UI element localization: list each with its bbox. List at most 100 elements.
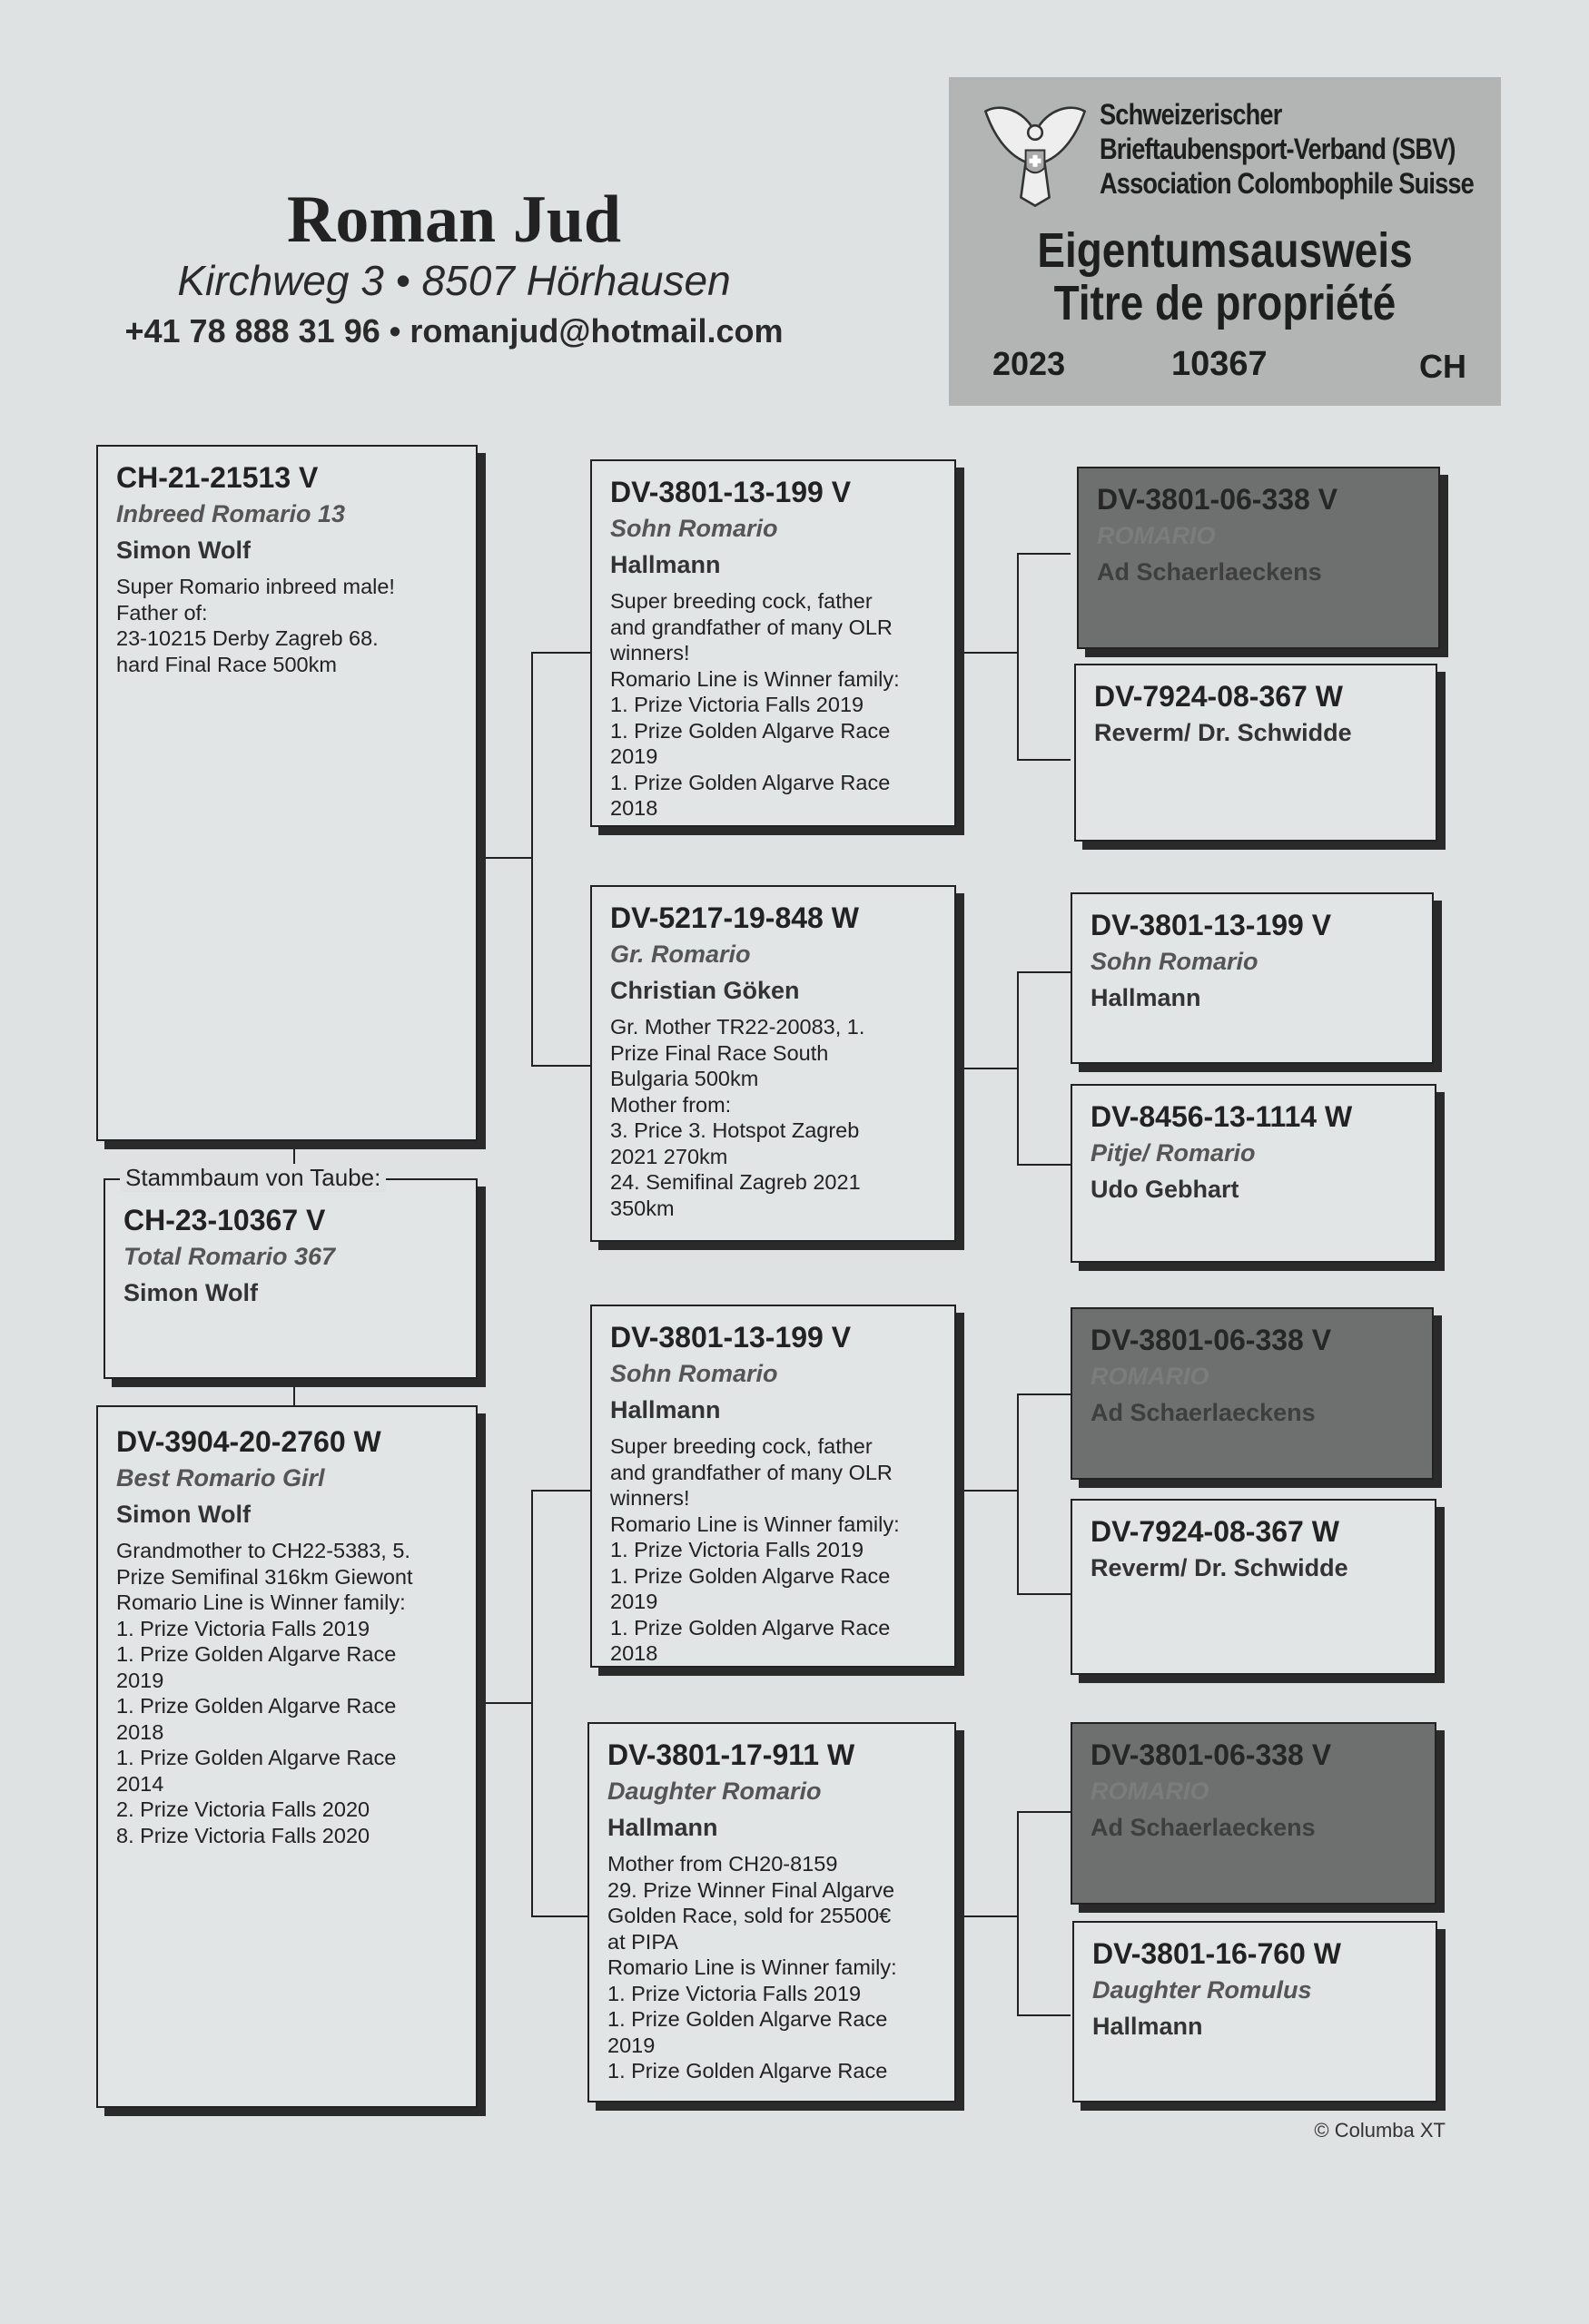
connector-line <box>964 652 1017 654</box>
breeder-name: Hallmann <box>1091 984 1201 1011</box>
pedigree-box-dds: DV-3801-06-338 V ROMARIO Ad Schaerlaecke… <box>1071 1722 1436 1905</box>
connector-line <box>964 1068 1017 1069</box>
software-credit: © Columba XT <box>1314 2119 1446 2142</box>
pigeon-name: ROMARIO <box>1091 1363 1209 1390</box>
ring-number: CH-21-21513 V <box>116 461 319 494</box>
ownership-certificate: Schweizerischer Brieftaubensport-Verband… <box>949 77 1501 406</box>
connector-line <box>293 1141 295 1178</box>
pigeon-notes: Super breeding cock, father and grandfat… <box>610 589 900 820</box>
association-name: Schweizerischer Brieftaubensport-Verband… <box>1100 98 1475 200</box>
pedigree-box-ddd: DV-3801-16-760 W Daughter Romulus Hallma… <box>1072 1921 1437 2102</box>
connector-line <box>531 1490 533 1917</box>
pigeon-name: Sohn Romario <box>610 1360 778 1387</box>
pigeon-name: Total Romario 367 <box>123 1243 336 1270</box>
pedigree-box-dam-dam: DV-3801-17-911 W Daughter Romario Hallma… <box>587 1722 956 2102</box>
pigeon-name: Daughter Romulus <box>1092 1976 1312 2004</box>
pedigree-box-sire-dam: DV-5217-19-848 W Gr. Romario Christian G… <box>590 885 956 1242</box>
connector-line <box>964 1915 1017 1917</box>
pigeon-name: Gr. Romario <box>610 940 751 968</box>
ring-number: DV-3801-06-338 V <box>1091 1738 1332 1771</box>
connector-line <box>1017 1593 1071 1595</box>
pigeon-name: Sohn Romario <box>1091 948 1258 975</box>
pigeon-name: Best Romario Girl <box>116 1464 325 1492</box>
connector-line <box>1017 1164 1071 1166</box>
pedigree-box-dss: DV-3801-06-338 V ROMARIO Ad Schaerlaecke… <box>1071 1307 1434 1480</box>
connector-line <box>1017 759 1071 761</box>
connector-line <box>964 1490 1017 1492</box>
breeder-name: Udo Gebhart <box>1091 1176 1239 1203</box>
pigeon-name: ROMARIO <box>1091 1777 1209 1805</box>
certificate-title-fr: Titre de propriété <box>1053 276 1397 330</box>
breeder-name: Ad Schaerlaeckens <box>1091 1814 1316 1841</box>
connector-line <box>1017 1811 1071 1813</box>
connector-line <box>1017 553 1019 761</box>
ring-number: DV-3801-06-338 V <box>1097 483 1338 516</box>
breeder-name: Reverm/ Dr. Schwidde <box>1094 719 1352 746</box>
ring-number: CH-23-10367 V <box>123 1204 326 1236</box>
breeder-name: Hallmann <box>1092 2013 1203 2040</box>
pigeon-name: ROMARIO <box>1097 522 1216 549</box>
certificate-title-de: Eigentumsausweis <box>1037 223 1413 278</box>
pedigree-box-sire: CH-21-21513 V Inbreed Romario 13 Simon W… <box>96 445 478 1141</box>
connector-line <box>293 1379 295 1405</box>
connector-line <box>1017 1393 1019 1595</box>
breeder-name: Simon Wolf <box>123 1279 258 1306</box>
dove-with-swiss-shield-icon <box>983 106 1087 208</box>
connector-line <box>531 652 533 1067</box>
connector-line <box>1017 2014 1071 2016</box>
connector-line <box>1017 971 1071 973</box>
pedigree-box-ssd: DV-7924-08-367 W Reverm/ Dr. Schwidde <box>1074 664 1437 842</box>
ring-number: DV-3801-13-199 V <box>1091 909 1332 941</box>
pedigree-box-subject: CH-23-10367 V Total Romario 367 Simon Wo… <box>104 1178 478 1379</box>
pigeon-notes: Mother from CH20-8159 29. Prize Winner F… <box>607 1852 897 2083</box>
connector-line <box>531 1065 590 1067</box>
pigeon-name: Inbreed Romario 13 <box>116 500 346 527</box>
pedigree-box-dam-sire: DV-3801-13-199 V Sohn Romario Hallmann S… <box>590 1305 956 1668</box>
breeder-name: Hallmann <box>610 551 721 578</box>
connector-line <box>531 1490 590 1492</box>
ring-number: DV-3801-13-199 V <box>610 1321 852 1354</box>
pedigree-box-sss: DV-3801-06-338 V ROMARIO Ad Schaerlaecke… <box>1077 467 1440 649</box>
breeder-name: Christian Göken <box>610 977 800 1004</box>
ring-number: DV-3801-16-760 W <box>1092 1937 1341 1970</box>
pigeon-notes: Gr. Mother TR22-20083, 1. Prize Final Ra… <box>610 1015 865 1220</box>
pedigree-box-dam: DV-3904-20-2760 W Best Romario Girl Simo… <box>96 1405 478 2108</box>
connector-line <box>478 857 531 859</box>
owner-address: Kirchweg 3 • 8507 Hörhausen <box>177 257 731 304</box>
connector-line <box>531 1915 590 1917</box>
ring-number: DV-3801-06-338 V <box>1091 1324 1332 1356</box>
breeder-name: Simon Wolf <box>116 1501 251 1528</box>
certificate-number: 10367 <box>1171 345 1268 383</box>
ring-number: DV-8456-13-1114 W <box>1091 1100 1353 1133</box>
connector-line <box>478 1702 531 1704</box>
pigeon-notes: Super breeding cock, father and grandfat… <box>610 1434 900 1665</box>
ring-number: DV-5217-19-848 W <box>610 901 859 934</box>
breeder-name: Ad Schaerlaeckens <box>1091 1399 1316 1426</box>
connector-line <box>531 652 590 654</box>
breeder-name: Hallmann <box>610 1396 721 1423</box>
breeder-name: Hallmann <box>607 1814 718 1841</box>
breeder-name: Ad Schaerlaeckens <box>1097 558 1322 586</box>
pigeon-name: Pitje/ Romario <box>1091 1139 1256 1167</box>
pedigree-box-sds: DV-3801-13-199 V Sohn Romario Hallmann <box>1071 892 1434 1064</box>
breeder-name: Simon Wolf <box>116 537 251 564</box>
owner-name: Roman Jud <box>286 182 622 257</box>
connector-line <box>1017 971 1019 1166</box>
ring-number: DV-3801-13-199 V <box>610 476 852 508</box>
ring-number: DV-7924-08-367 W <box>1094 680 1343 713</box>
connector-line <box>1017 1811 1019 2016</box>
pigeon-name: Sohn Romario <box>610 515 778 542</box>
ring-number: DV-7924-08-367 W <box>1091 1515 1339 1548</box>
subject-label: Stammbaum von Taube: <box>120 1164 387 1192</box>
ring-number: DV-3801-17-911 W <box>607 1738 855 1771</box>
pigeon-name: Daughter Romario <box>607 1777 822 1805</box>
ring-number: DV-3904-20-2760 W <box>116 1425 381 1458</box>
connector-line <box>1017 553 1071 555</box>
pedigree-box-dsd: DV-7924-08-367 W Reverm/ Dr. Schwidde <box>1071 1499 1436 1675</box>
connector-line <box>1017 1393 1071 1395</box>
pigeon-notes: Super Romario inbreed male! Father of: 2… <box>116 575 395 676</box>
owner-contact: +41 78 888 31 96 • romanjud@hotmail.com <box>124 312 784 350</box>
certificate-year: 2023 <box>992 345 1066 382</box>
certificate-country: CH <box>1419 348 1466 385</box>
pedigree-box-sire-sire: DV-3801-13-199 V Sohn Romario Hallmann S… <box>590 459 956 827</box>
